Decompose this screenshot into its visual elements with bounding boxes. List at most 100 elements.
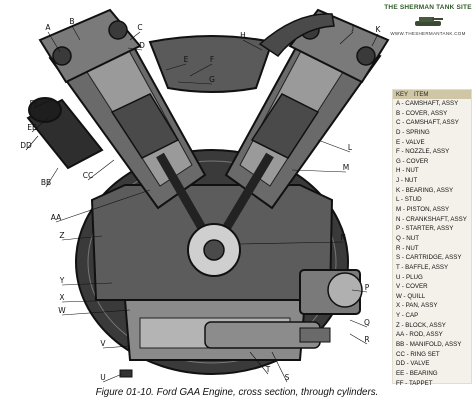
callout-label: BB [41, 178, 51, 187]
callout-leader-line [351, 289, 368, 293]
key-list: A - CAMSHAFT, ASSY B - COVER, ASSY C - CAM… [393, 99, 471, 388]
key-item: K - BEARING, ASSY [396, 186, 454, 194]
key-item: E - VALVE [396, 138, 425, 146]
callout-label: AA [51, 213, 62, 222]
key-item: BB - MANIFOLD, ASSY [396, 341, 462, 349]
callout-label: EE [27, 123, 37, 132]
callout-leader-line [349, 319, 368, 328]
key-item: P - STARTER, ASSY [396, 225, 454, 233]
key-item: B - COVER, ASSY [396, 109, 448, 117]
callout-label: D [139, 41, 145, 50]
callout-label: M [343, 163, 349, 172]
callout-label: V [100, 339, 106, 348]
callout-leader-line [177, 81, 213, 85]
key-item: CC - RING SET [396, 350, 440, 358]
callout-leader-line [189, 63, 213, 77]
callout-leader-line [61, 299, 125, 303]
item-column-header: ITEM [414, 91, 429, 98]
callout-label: W [58, 306, 66, 315]
callout-leader-line [249, 351, 269, 375]
callout-label: Y [59, 276, 65, 285]
callout-leader-line [71, 25, 81, 41]
callout-leader-line [55, 189, 151, 223]
callout-leader-line [127, 47, 143, 51]
site-url: WWW.THESHERMANTANK.COM [390, 31, 466, 36]
callout-leader-lines [25, 25, 379, 383]
callout-label: CC [83, 171, 93, 180]
key-item: A - CAMSHAFT, ASSY [396, 100, 459, 107]
key-item: AA - ROD, ASSY [396, 331, 443, 339]
callout-label: F [210, 55, 214, 64]
callout-label: R [364, 335, 369, 344]
callout-leader-line [165, 63, 187, 71]
key-item: FF - TAPPET [396, 379, 433, 387]
key-item: C - CAMSHAFT, ASSY [396, 119, 459, 127]
callout-label: FF [30, 99, 39, 108]
key-item: R - NUT [396, 244, 419, 252]
callout-leader-line [242, 39, 263, 51]
callout-label: E [184, 55, 189, 64]
callout-label: Q [364, 318, 370, 327]
callout-label: C [137, 23, 142, 32]
key-item: M - PISTON, ASSY [396, 206, 450, 214]
callout-label: G [209, 75, 215, 84]
callout-leader-line [129, 31, 141, 41]
key-item: U - PLUG [396, 273, 423, 281]
callout-leader-line [87, 159, 115, 181]
callout-label: N [340, 233, 346, 242]
key-header: KEY ITEM [393, 90, 471, 99]
callout-leader-line [102, 345, 131, 349]
engine-illustration [26, 8, 390, 378]
callout-label: L [348, 143, 353, 152]
parts-key-panel: KEY ITEM A - CAMSHAFT, ASSY B - COVER, AS… [392, 89, 472, 387]
callout-leader-line [317, 139, 351, 153]
sherman-tank-icon [415, 17, 443, 26]
callout-leader-line [339, 31, 354, 45]
site-logo[interactable]: THE SHERMAN TANK SITE WWW.THESHERMANTANK… [384, 2, 472, 56]
callout-leader-line [61, 235, 103, 241]
callout-leader-line [33, 99, 51, 109]
key-item: W - QUILL [396, 292, 426, 300]
callout-leader-line [31, 117, 49, 133]
figure-caption: Figure 01-10. Ford GAA Engine, cross sec… [95, 387, 379, 398]
key-item: J - NUT [396, 177, 418, 185]
callout-label: T [265, 365, 271, 374]
callout-leader-line [25, 135, 39, 151]
callout-leader-line [349, 333, 368, 345]
callout-label: J [351, 23, 354, 32]
callout-label: X [59, 293, 64, 302]
callout-label: Z [59, 231, 64, 240]
callout-label: S [285, 373, 290, 382]
key-item: L - STUD [396, 196, 422, 204]
key-item: V - COVER [396, 283, 428, 291]
callout-leader-line [371, 33, 379, 47]
callout-label: P [365, 283, 370, 292]
key-item: H - NUT [396, 167, 419, 175]
key-item: Q - NUT [396, 234, 420, 242]
key-item: Y - CAP [396, 312, 419, 320]
callout-leader-line [291, 169, 347, 173]
callout-label: K [376, 25, 382, 34]
callout-leader-line [239, 241, 344, 245]
callout-label: U [100, 373, 106, 382]
callout-label: DD [20, 141, 32, 150]
key-item: EE - BEARING [396, 369, 438, 377]
key-item: G - COVER [396, 157, 429, 165]
key-item: S - CARTRIDGE, ASSY [396, 254, 462, 262]
site-title: THE SHERMAN TANK SITE [384, 4, 472, 11]
callout-label: B [69, 17, 74, 26]
key-item: F - NOZZLE, ASSY [396, 148, 450, 156]
key-item: X - PAN, ASSY [396, 302, 438, 310]
key-column-header: KEY [396, 91, 409, 98]
key-item: DD - VALVE [396, 360, 430, 368]
callout-leader-line [102, 373, 123, 383]
callout-label: H [240, 31, 246, 40]
callout-leader-line [47, 31, 61, 53]
key-item: T - BAFFLE, ASSY [396, 263, 449, 271]
callout-leader-line [61, 309, 131, 316]
callout-label: A [45, 23, 51, 32]
key-item: N - CRANKSHAFT, ASSY [396, 215, 467, 223]
callout-leader-line [45, 167, 59, 188]
callout-labels: A B CD E F G H J K L M N P QR S T U V WXY Z AA BB CC DD EE FF [20, 17, 381, 382]
